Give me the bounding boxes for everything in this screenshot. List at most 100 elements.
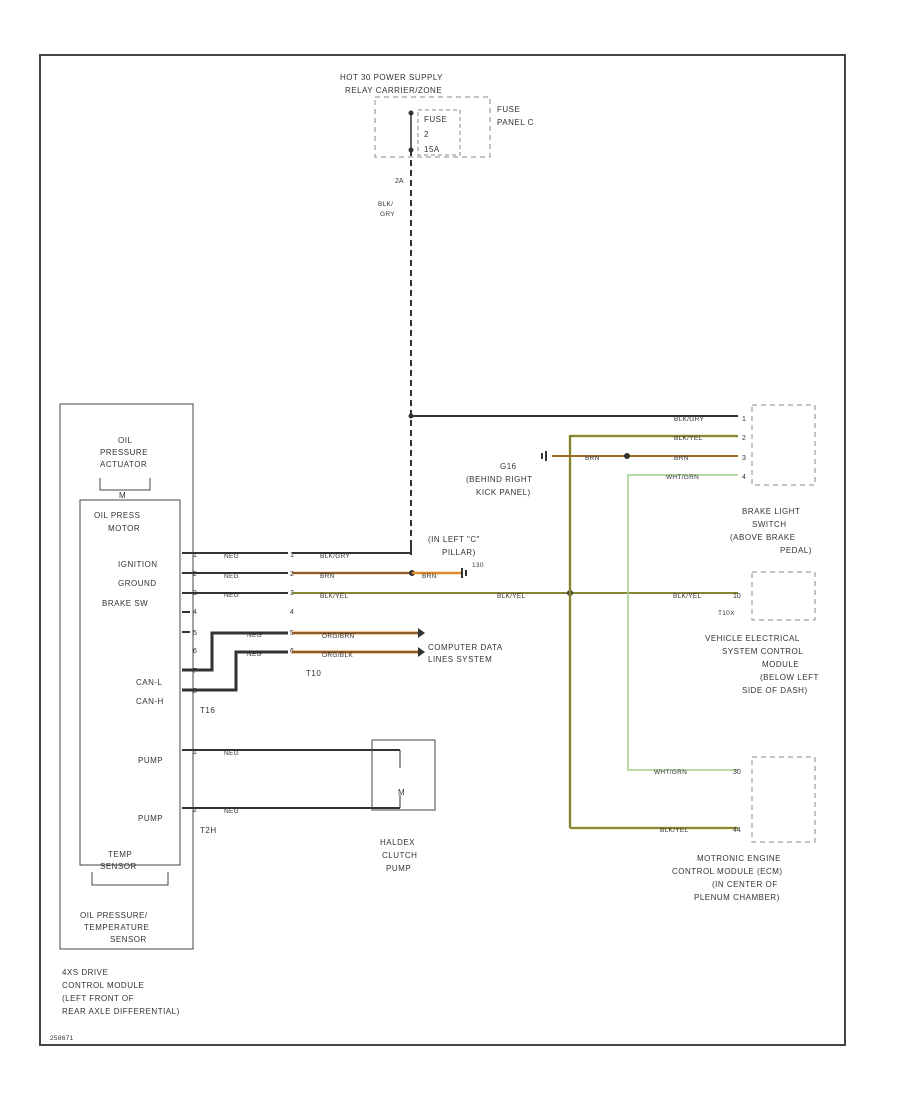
wire-blk-yel-label-4: BLK/YEL — [674, 435, 703, 442]
pin-4a: 4 — [193, 609, 197, 616]
brake-switch-label-3: (ABOVE BRAKE — [730, 533, 796, 542]
clutch-pump-m: M — [398, 788, 405, 797]
pin-label-can-l: CAN-L — [136, 678, 163, 687]
fuse-number: 2 — [424, 130, 429, 139]
motor-label-1: OIL PRESS — [94, 511, 140, 520]
wire-brn-label-1: BRN — [320, 573, 335, 580]
brake-switch-label-4: PEDAL) — [780, 546, 812, 555]
fuse-panel-box — [374, 96, 491, 158]
ground-130-label-3: 130 — [472, 562, 484, 569]
wire-blk-yel-label-3: BLK/YEL — [673, 593, 702, 600]
supply-label-1: HOT 30 POWER SUPPLY — [340, 73, 443, 82]
supply-wire-color-1: BLK/ — [378, 201, 393, 208]
oil-sensor-label-2: TEMPERATURE — [84, 923, 149, 932]
wire-blk-gry-label-2: BLK/GRY — [674, 416, 705, 423]
vehicle-module-pin: 10 — [733, 593, 741, 600]
motor-box — [79, 499, 181, 866]
ecm-box — [751, 756, 816, 843]
clutch-pump-label-2: CLUTCH — [382, 851, 417, 860]
pin-label-pump-2: PUMP — [138, 814, 163, 823]
pin-2c: 2 — [193, 807, 197, 814]
wire-wht-grn-label-1: WHT/GRN — [666, 474, 699, 481]
vehicle-module-box — [751, 571, 816, 621]
vehicle-module-connector: T10X — [718, 610, 735, 617]
supply-wire-color-2: GRY — [380, 211, 395, 218]
data-bus-label-2: LINES SYSTEM — [428, 655, 492, 664]
brake-pin-3: 3 — [742, 455, 746, 462]
wire-neg-1: NEG — [224, 553, 239, 560]
data-bus-arrow-2 — [418, 647, 425, 657]
clutch-pump-label-1: HALDEX — [380, 838, 415, 847]
module-name-4: REAR AXLE DIFFERENTIAL) — [62, 1007, 180, 1016]
pin-5a: 5 — [193, 630, 197, 637]
pin-label-can-h: CAN-H — [136, 697, 164, 706]
module-outer-box — [59, 403, 194, 950]
ground-130-label-2: PILLAR) — [442, 548, 476, 557]
pin-label-brake-sw: BRAKE SW — [102, 599, 148, 608]
wire-neg-2: NEG — [224, 573, 239, 580]
temp-sensor-label-2: SENSOR — [100, 862, 137, 871]
motor-label-2: MOTOR — [108, 524, 140, 533]
wire-ignition-blk-gry — [292, 540, 412, 554]
vehicle-module-label-5: SIDE OF DASH) — [742, 686, 808, 695]
wire-brake-blk-yel-upper-core — [569, 435, 738, 828]
pin-1c: 1 — [193, 749, 197, 756]
connector-t2h: T2H — [200, 826, 217, 835]
pin-2a: 2 — [193, 571, 197, 578]
wire-org-blk-label: ORG/BLK — [322, 652, 353, 659]
wire-blk-yel-label-2: BLK/YEL — [497, 593, 526, 600]
data-bus-label-1: COMPUTER DATA — [428, 643, 503, 652]
wire-neg-6: NEG — [224, 750, 239, 757]
ecm-pin-30: 30 — [733, 769, 741, 776]
ecm-label-2: CONTROL MODULE (ECM) — [672, 867, 783, 876]
ground-symbol-g16 — [541, 451, 547, 461]
ecm-label-4: PLENUM CHAMBER) — [694, 893, 780, 902]
wire-blk-gry-label: BLK/GRY — [320, 553, 351, 560]
brake-pin-1: 1 — [742, 416, 746, 423]
pin-2b: 2 — [290, 571, 294, 578]
fuse-panel-label-1: FUSE — [497, 105, 520, 114]
brake-switch-box — [751, 404, 816, 486]
wire-brn-label-4: BRN — [674, 455, 689, 462]
wire-org-brn-label: ORG/BRN — [322, 633, 354, 640]
wire-neg-4: NEG — [247, 632, 262, 639]
wire-blk-yel-label-5: BLK/YEL — [660, 827, 689, 834]
temp-sensor-label-1: TEMP — [108, 850, 132, 859]
module-name-1: 4XS DRIVE — [62, 968, 108, 977]
actuator-label-2: PRESSURE — [100, 448, 148, 457]
pin-1b: 1 — [290, 552, 294, 559]
pin-label-pump-1: PUMP — [138, 756, 163, 765]
connector-t16: T16 — [200, 706, 215, 715]
fuse-panel-label-2: PANEL C — [497, 118, 534, 127]
module-name-3: (LEFT FRONT OF — [62, 994, 134, 1003]
vehicle-module-label-3: MODULE — [762, 660, 799, 669]
module-wires — [182, 552, 288, 692]
vehicle-module-label-1: VEHICLE ELECTRICAL — [705, 634, 800, 643]
brake-switch-label-2: SWITCH — [752, 520, 787, 529]
pin-4b: 4 — [290, 609, 294, 616]
brake-switch-label-1: BRAKE LIGHT — [742, 507, 800, 516]
brake-pin-2: 2 — [742, 435, 746, 442]
ground-130-label-1: (IN LEFT "C" — [428, 535, 480, 544]
wire-neg-5: NEG — [247, 651, 262, 658]
g16-label-2: (BEHIND RIGHT — [466, 475, 533, 484]
pin-label-ignition: IGNITION — [118, 560, 158, 569]
wire-wht-grn-label-2: WHT/GRN — [654, 769, 687, 776]
wire-brn-label-2: BRN — [422, 573, 437, 580]
wire-blk-yel-label-1: BLK/YEL — [320, 593, 349, 600]
supply-wire-pin: 2A — [395, 178, 404, 185]
pin-6a: 6 — [193, 648, 197, 655]
actuator-symbol — [99, 478, 151, 491]
ecm-pin-44: 44 — [733, 827, 741, 834]
oil-sensor-label-1: OIL PRESSURE/ — [80, 911, 148, 920]
vehicle-module-label-4: (BELOW LEFT — [760, 673, 819, 682]
clutch-pump-box — [371, 739, 436, 811]
oil-sensor-label-3: SENSOR — [110, 935, 147, 944]
diagram-code: 258671 — [50, 1035, 74, 1042]
diagram-frame — [39, 54, 846, 1046]
connector-t10: T10 — [306, 669, 321, 678]
wire-brn-label-3: BRN — [585, 455, 600, 462]
fuse-amperage: 15A — [424, 145, 440, 154]
vehicle-module-label-2: SYSTEM CONTROL — [722, 647, 803, 656]
